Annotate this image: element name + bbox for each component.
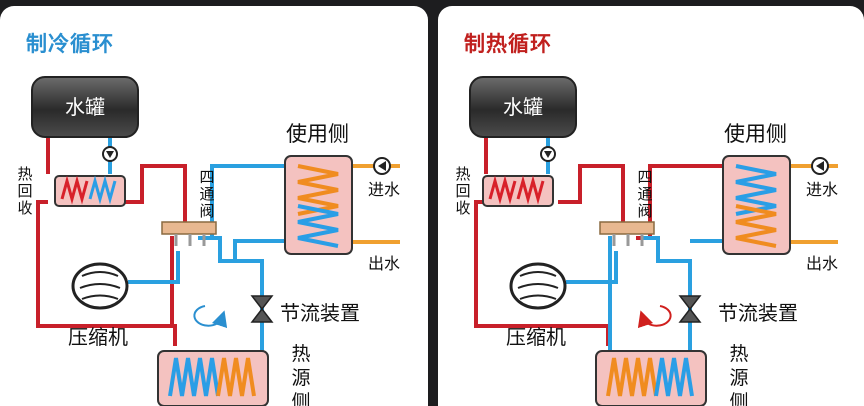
compressor-icon (71, 262, 129, 310)
user-side-exchanger (722, 155, 791, 255)
heat-recovery-exchanger (54, 175, 126, 207)
cooling-cycle-panel: 制冷循环 (0, 6, 428, 406)
compressor-icon (509, 262, 567, 310)
flow-direction-arrow (193, 305, 228, 329)
four-way-valve-label: 四通阀 (199, 168, 215, 220)
cooling-cycle-diagram (36, 134, 400, 406)
cold-refrigerant-pipes (546, 134, 723, 351)
water-tank: 水罐 (469, 76, 577, 138)
heating-cycle-panel: 制热循环 (438, 6, 864, 406)
pump-icon (540, 146, 556, 162)
throttle-valve-icon (250, 295, 274, 323)
inlet-pump-icon (373, 157, 391, 175)
throttle-label: 节流装置 (718, 301, 798, 325)
water-in-label: 进水 (806, 180, 839, 199)
heat-source-label: 热源侧 (291, 343, 311, 406)
four-way-valve-label: 四通阀 (637, 168, 653, 220)
inlet-pump-icon (811, 157, 829, 175)
pump-icon (102, 146, 118, 162)
heat-recovery-label: 热回收 (17, 165, 33, 217)
user-side-exchanger (284, 155, 353, 255)
flow-direction-arrow (637, 305, 672, 329)
water-out-label: 出水 (806, 254, 839, 273)
heating-cycle-diagram (474, 134, 838, 406)
compressor-label: 压缩机 (68, 325, 128, 349)
water-in-label: 进水 (368, 180, 401, 199)
throttle-valve-icon (678, 295, 702, 323)
user-side-label: 使用侧 (724, 122, 787, 146)
water-out-label: 出水 (368, 254, 401, 273)
four-way-valve-icon (161, 221, 217, 246)
user-side-label: 使用侧 (286, 122, 349, 146)
heat-source-exchanger (157, 350, 269, 406)
cooling-cycle-title: 制冷循环 (26, 32, 114, 56)
heat-recovery-label: 热回收 (455, 165, 471, 217)
heat-source-exchanger (595, 350, 707, 406)
four-way-valve-icon (599, 221, 655, 246)
heat-recovery-exchanger (482, 175, 554, 207)
water-tank: 水罐 (31, 76, 139, 138)
throttle-label: 节流装置 (280, 301, 360, 325)
compressor-label: 压缩机 (506, 325, 566, 349)
heat-source-label: 热源侧 (729, 343, 749, 406)
heating-cycle-title: 制热循环 (464, 32, 552, 56)
